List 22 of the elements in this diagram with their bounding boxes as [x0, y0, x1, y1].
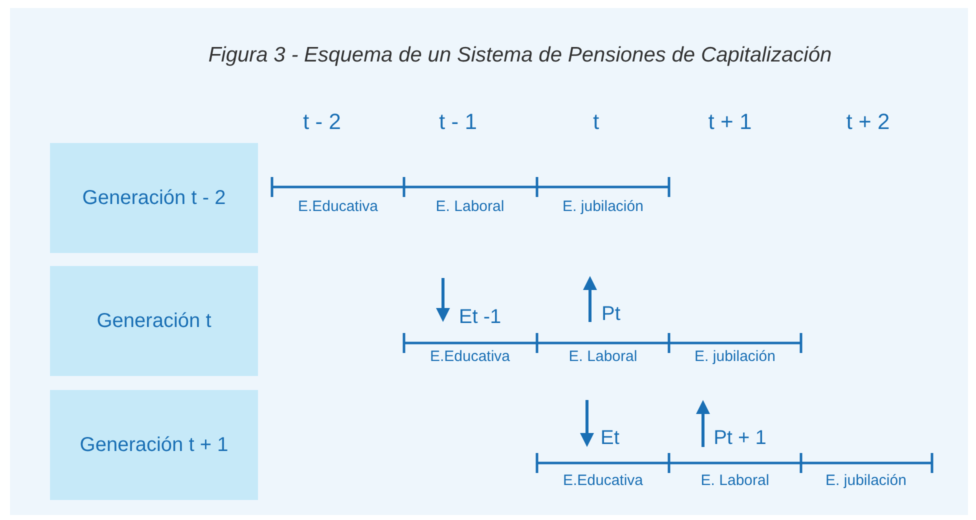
stage-label: E. jubilación — [826, 472, 906, 490]
stage-label: E. jubilación — [562, 198, 644, 216]
contribution-label: Et -1 — [458, 306, 502, 328]
contribution-label: Et — [600, 427, 620, 449]
time-period: t - 2 — [303, 110, 341, 134]
pension-label: Pt + 1 — [714, 427, 766, 449]
time-period: t + 2 — [846, 110, 890, 134]
stage-label: E.Educativa — [298, 198, 378, 216]
stage-label: E. jubilación — [694, 348, 776, 366]
generation-box: Generación t - 2 — [50, 143, 258, 253]
stage-label: E.Educativa — [562, 472, 644, 490]
pension-label: Pt — [602, 303, 620, 325]
generation-box: Generación t + 1 — [50, 390, 258, 500]
generation-box: Generación t — [50, 266, 258, 376]
stage-label: E. Laboral — [436, 198, 504, 216]
time-period: t — [592, 110, 600, 134]
time-period: t + 1 — [708, 110, 752, 134]
time-period: t - 1 — [439, 110, 477, 134]
figure-title: Figura 3 - Esquema de un Sistema de Pensiones de Capitalización — [208, 43, 832, 67]
stage-label: E. Laboral — [700, 472, 770, 490]
stage-label: E. Laboral — [568, 348, 638, 366]
stage-label: E.Educativa — [430, 348, 510, 366]
